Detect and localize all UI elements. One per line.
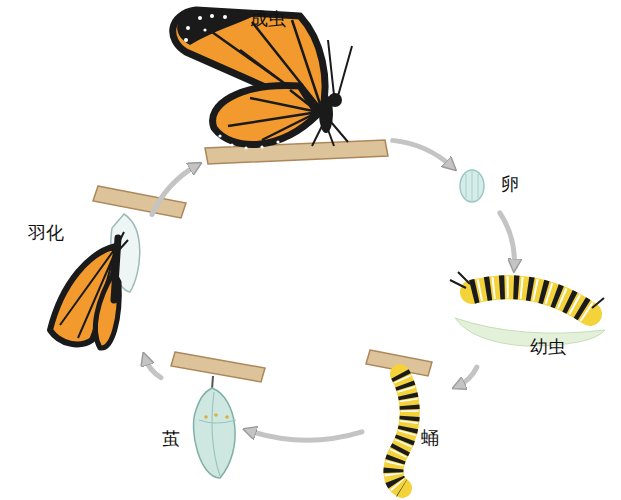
branch [93,186,186,218]
wing-dot [244,146,247,149]
branch [93,140,432,382]
caterpillar-stripes [472,287,590,314]
caterpillar-stripes [472,287,590,314]
wing-dots [184,14,280,150]
branch [171,352,265,382]
cycle-arrow [152,165,197,214]
gold-dot [225,415,229,419]
caterpillar [450,272,605,346]
wing-dot [198,16,202,20]
cycle-arrow [500,213,515,267]
chrysalis-line [199,392,236,476]
egg-shell [460,170,484,202]
stage-node: 成虫 [150,8,390,163]
body [114,238,118,300]
wing-dot [230,143,233,146]
hindwing [213,86,318,145]
stage-label: 成虫 [250,8,286,30]
wing-vein [228,90,318,140]
wing-dot [218,134,221,137]
cycle-arrow [457,367,477,386]
silk [212,376,213,389]
stage-node: 卵 [455,160,530,210]
stage-label: 卵 [501,173,519,195]
stage-label: 幼虫 [530,336,566,358]
cycle-arrow [145,357,161,377]
tentacle [450,272,604,308]
egg-ridge [466,171,478,201]
stage-label: 羽化 [28,222,64,244]
caterpillar-body [472,287,590,314]
pre-pupa-stripes [393,374,409,488]
gold-dot [204,415,208,419]
wing-dot [223,15,227,19]
pre-pupa-body [393,374,409,488]
wing-tip [177,10,260,45]
leg [312,122,348,146]
stage-label: 蛹 [421,427,439,449]
cycle-arrow [393,140,453,167]
chrysalis [193,376,236,478]
stage-node: 羽化 [25,215,150,355]
gold-dot [214,413,218,417]
branch [205,140,388,164]
stage-node: 茧 [160,380,245,480]
stage-node: 蛹 [365,375,455,490]
wing-dot [186,26,190,30]
wing-dot [203,28,206,31]
chrysalis-shell [193,388,235,478]
pre-pupa [393,374,409,488]
head [328,93,342,107]
wing-dot [184,38,188,42]
egg [460,170,484,202]
wing-dot [276,140,279,143]
stage-label: 茧 [162,428,180,450]
leg [118,232,128,250]
wing-dot [210,14,214,18]
cycle-arrow [248,431,362,441]
wing-dot [260,145,263,148]
pre-pupa-stripes [393,374,409,488]
adult-butterfly [173,10,352,150]
stage-node: 幼虫 [445,270,610,365]
antenna [328,40,352,96]
